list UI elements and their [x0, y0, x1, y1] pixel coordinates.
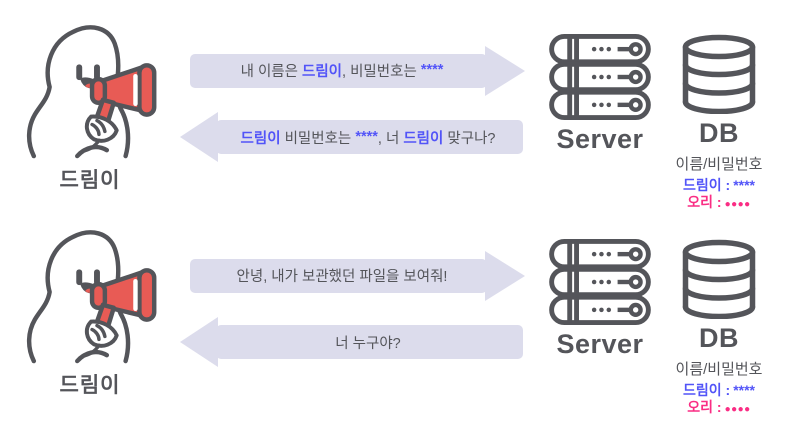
server-label: Server	[556, 124, 644, 154]
character-illustration	[20, 219, 172, 367]
db-record-dreami: 드림이 :****	[683, 382, 755, 400]
request-arrow	[190, 251, 525, 301]
db-label: DB	[699, 118, 739, 148]
db-record-password: ●●●●	[724, 404, 751, 416]
request-message: 내 이름은 드림이, 비밀번호는 ****	[192, 53, 492, 87]
db-record-name: 오리 :	[687, 194, 722, 211]
message-text: 내 이름은	[240, 63, 302, 80]
flow-bottom-no-authentication: 드림이 안녕, 내가 보관했던 파일을 보여줘! 너 누구야? Server D…	[0, 205, 802, 416]
server-rack-icon	[548, 239, 652, 325]
response-message: 너 누구야?	[218, 325, 518, 359]
message-text: 맞구나?	[443, 130, 496, 147]
db-record-password: ****	[733, 176, 755, 193]
server-rack-icon	[548, 34, 652, 120]
db-record-name: 오리 :	[687, 399, 722, 416]
database-block: DB 이름/비밀번호 드림이 :**** 오리 :●●●●	[664, 239, 774, 417]
message-masked-password: ****	[355, 129, 378, 145]
server-block: Server	[544, 34, 656, 155]
db-record-password: ****	[733, 381, 755, 398]
message-text: , 비밀번호는	[342, 63, 421, 80]
message-text: 비밀번호는	[280, 130, 356, 147]
db-record-name: 드림이 :	[683, 381, 731, 398]
flow-top-authentication: 드림이 내 이름은 드림이, 비밀번호는 **** 드림이 비밀번호는 ****…	[0, 0, 774, 212]
message-highlight-name: 드림이	[240, 130, 281, 147]
database-cylinder-icon	[679, 239, 759, 319]
message-highlight-name: 드림이	[302, 63, 343, 80]
server-block: Server	[544, 239, 656, 360]
db-record-dreami: 드림이 :****	[683, 177, 755, 195]
request-arrow	[190, 46, 525, 96]
db-record-name: 드림이 :	[683, 176, 731, 193]
db-record-ori: 오리 :●●●●	[687, 194, 750, 212]
server-label: Server	[556, 329, 644, 359]
megaphone-character-icon	[20, 14, 172, 162]
response-arrow	[180, 112, 523, 162]
message-text: , 너	[377, 130, 404, 147]
megaphone-character-icon	[20, 219, 172, 367]
message-highlight-name: 드림이	[403, 130, 444, 147]
db-record-ori: 오리 :●●●●	[687, 399, 750, 417]
message-text: 안녕, 내가 보관했던 파일을 보여줘!	[236, 268, 448, 285]
message-masked-password: ****	[420, 62, 444, 78]
character-illustration	[20, 14, 172, 162]
response-message: 드림이 비밀번호는 ****, 너 드림이 맞구나?	[218, 120, 518, 154]
db-record-password: ●●●●	[724, 199, 751, 211]
request-message: 안녕, 내가 보관했던 파일을 보여줘!	[192, 258, 492, 292]
sender-name-label: 드림이	[59, 169, 121, 192]
database-cylinder-icon	[679, 34, 759, 114]
sender-name-label: 드림이	[59, 374, 121, 397]
db-label: DB	[699, 323, 739, 353]
database-block: DB 이름/비밀번호 드림이 :**** 오리 :●●●●	[664, 34, 774, 212]
db-schema-caption: 이름/비밀번호	[675, 155, 763, 173]
message-text: 너 누구야?	[335, 335, 401, 352]
db-schema-caption: 이름/비밀번호	[675, 360, 763, 378]
response-arrow	[180, 317, 523, 367]
